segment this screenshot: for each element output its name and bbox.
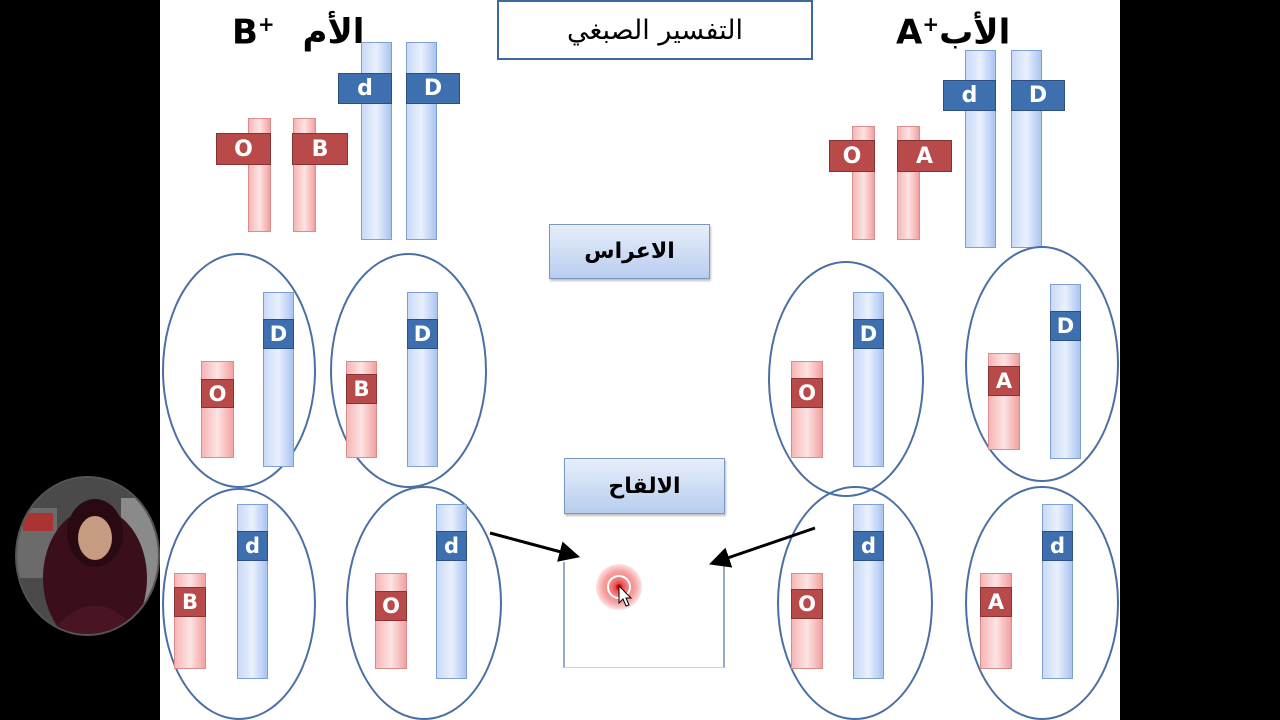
allele-label: B [292, 133, 348, 165]
title-text: التفسير الصبغي [566, 14, 744, 46]
gametes-stage-label: الاعراس [584, 239, 675, 264]
allele-label: D [406, 73, 460, 104]
allele-label: D [263, 319, 294, 349]
gamete-outline [965, 486, 1119, 720]
chromosome [791, 361, 823, 458]
allele-label: B [174, 587, 206, 617]
father-genotype: A [896, 12, 923, 53]
fertilization-arrows [489, 526, 816, 610]
gamete-outline [162, 488, 316, 720]
mother-title: الأم [302, 12, 365, 53]
presenter-webcam [15, 476, 160, 636]
mother-genotype: B [232, 12, 258, 53]
allele-label: O [201, 379, 234, 408]
allele-label: B [346, 374, 377, 404]
allele-label: O [375, 591, 407, 621]
fertilization-stage-box: الالقاح [564, 458, 725, 514]
allele-label: D [1050, 311, 1081, 341]
allele-label: D [1011, 80, 1065, 111]
presenter-image [17, 478, 158, 634]
allele-label: d [853, 531, 884, 561]
gamete-outline [777, 486, 933, 720]
allele-label: D [853, 319, 884, 349]
fertilization-stage-label: الالقاح [608, 473, 681, 499]
gamete-outline [330, 253, 487, 488]
father-label: A+الأب [896, 12, 1010, 52]
allele-label: A [980, 587, 1012, 617]
father-arrow [709, 526, 816, 568]
title-box: التفسير الصبغي [497, 0, 813, 60]
chromosome [201, 361, 234, 458]
allele-label: A [988, 366, 1020, 396]
slide: التفسير الصبغي B+ الأم A+الأب O B d D O … [160, 0, 1120, 720]
allele-label: O [791, 589, 823, 619]
zygote-box [563, 562, 725, 668]
mother-label: B+ الأم [232, 12, 364, 52]
gamete-outline [346, 486, 502, 720]
chromosome [375, 573, 407, 669]
allele-label: O [791, 378, 823, 408]
allele-label: D [407, 319, 438, 349]
allele-label: d [338, 73, 392, 104]
father-title: الأب [939, 12, 1011, 53]
father-rh-sign: + [922, 12, 940, 36]
gametes-stage-box: الاعراس [549, 224, 710, 279]
gamete-outline [965, 246, 1119, 482]
allele-label: O [829, 140, 875, 172]
allele-label: A [897, 140, 952, 172]
gamete-outline [162, 253, 316, 488]
allele-label: d [1042, 531, 1073, 561]
mouse-pointer-icon [618, 584, 633, 607]
allele-label: O [216, 133, 271, 165]
allele-label: d [237, 531, 268, 561]
allele-label: d [436, 531, 467, 561]
allele-label: d [943, 80, 996, 111]
mother-arrow [489, 531, 581, 562]
mother-rh-sign: + [257, 12, 275, 36]
